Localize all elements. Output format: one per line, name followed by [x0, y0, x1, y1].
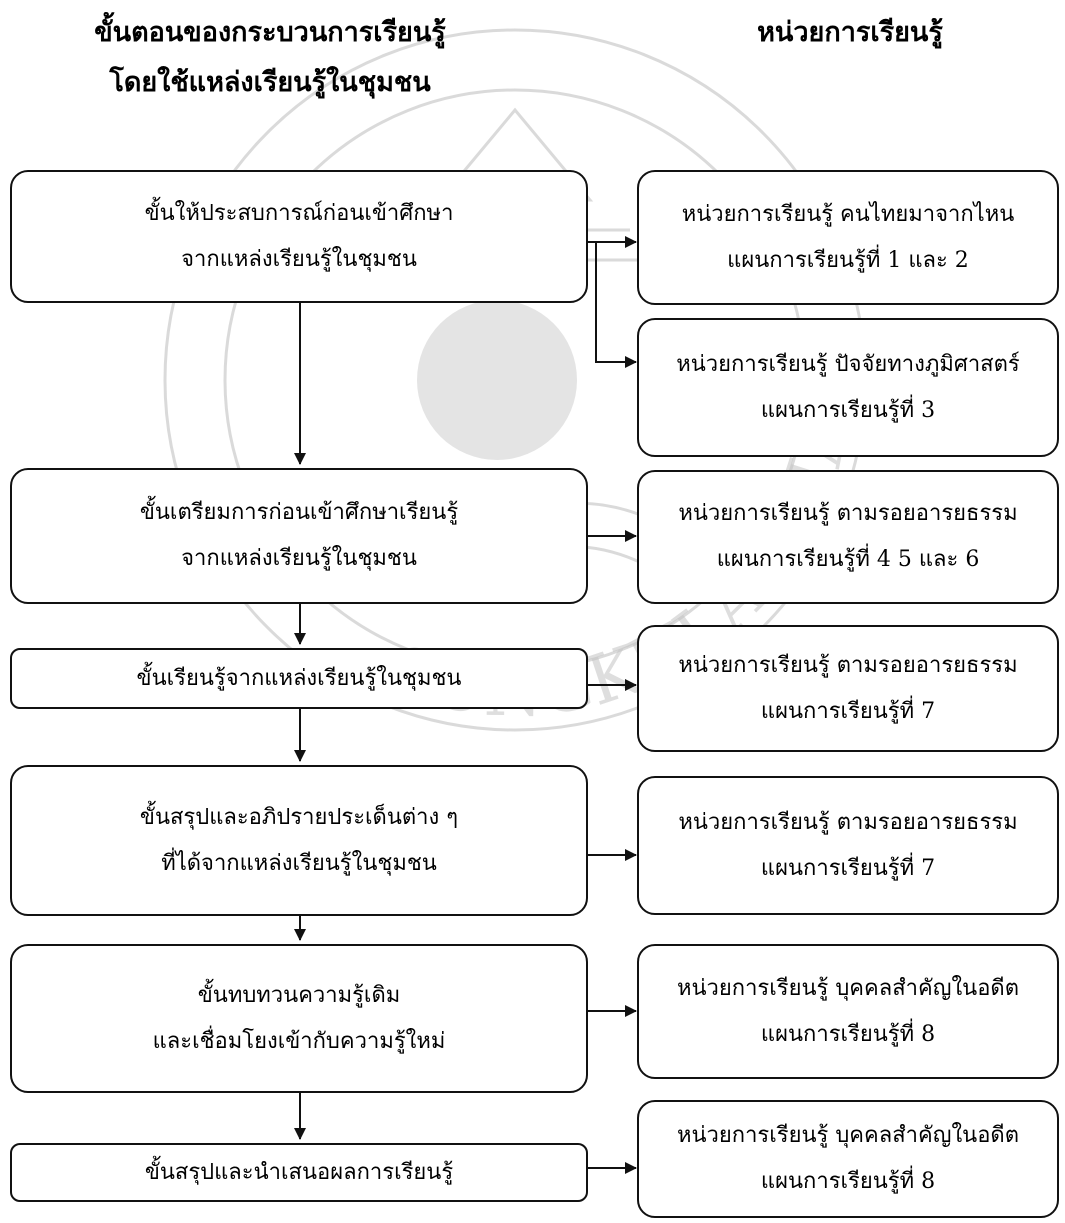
unit-box-3: หน่วยการเรียนรู้ ตามรอยอารยธรรม แผนการเร… — [637, 470, 1059, 604]
unit-4-line2: แผนการเรียนรู้ที่ 7 — [760, 698, 936, 724]
unit-5-line2: แผนการเรียนรู้ที่ 7 — [760, 855, 936, 881]
step-2-line2: จากแหล่งเรียนรู้ในชุมชน — [181, 546, 417, 571]
step-box-3: ขั้นเรียนรู้จากแหล่งเรียนรู้ในชุมชน — [10, 648, 588, 709]
unit-box-2: หน่วยการเรียนรู้ ปัจจัยทางภูมิศาสตร์ แผน… — [637, 318, 1059, 457]
unit-6-line2: แผนการเรียนรู้ที่ 8 — [760, 1021, 936, 1047]
process-heading-line2: โดยใช้แหล่งเรียนรู้ในชุมชน — [109, 67, 431, 98]
step-5-line1: ขั้นทบทวนความรู้เดิม — [197, 982, 401, 1008]
unit-3-line2: แผนการเรียนรู้ที่ 4 5 และ 6 — [716, 547, 980, 572]
step-box-4: ขั้นสรุปและอภิปรายประเด็นต่าง ๆ ที่ได้จา… — [10, 765, 588, 916]
step-box-1: ขั้นให้ประสบการณ์ก่อนเข้าศึกษา จากแหล่งเ… — [10, 170, 588, 303]
process-heading-line1: ขั้นตอนของกระบวนการเรียนรู้ — [94, 17, 446, 48]
unit-box-6: หน่วยการเรียนรู้ บุคคลสำคัญในอดีต แผนการ… — [637, 944, 1059, 1079]
step-3-line1: ขั้นเรียนรู้จากแหล่งเรียนรู้ในชุมชน — [136, 665, 462, 691]
unit-box-7: หน่วยการเรียนรู้ บุคคลสำคัญในอดีต แผนการ… — [637, 1100, 1059, 1218]
process-heading: ขั้นตอนของกระบวนการเรียนรู้ โดยใช้แหล่งเ… — [60, 8, 480, 108]
unit-1-line1: หน่วยการเรียนรู้ คนไทยมาจากไหน — [681, 201, 1015, 227]
step-box-2: ขั้นเตรียมการก่อนเข้าศึกษาเรียนรู้ จากแห… — [10, 468, 588, 604]
unit-7-line2: แผนการเรียนรู้ที่ 8 — [760, 1169, 936, 1194]
unit-2-line2: แผนการเรียนรู้ที่ 3 — [760, 397, 936, 423]
unit-6-line1: หน่วยการเรียนรู้ บุคคลสำคัญในอดีต — [676, 975, 1020, 1001]
step-4-line1: ขั้นสรุปและอภิปรายประเด็นต่าง ๆ — [139, 804, 459, 830]
unit-3-line1: หน่วยการเรียนรู้ ตามรอยอารยธรรม — [678, 501, 1018, 526]
step-box-5: ขั้นทบทวนความรู้เดิม และเชื่อมโยงเข้ากับ… — [10, 944, 588, 1093]
unit-5-line1: หน่วยการเรียนรู้ ตามรอยอารยธรรม — [678, 809, 1018, 835]
unit-4-line1: หน่วยการเรียนรู้ ตามรอยอารยธรรม — [678, 652, 1018, 678]
unit-7-line1: หน่วยการเรียนรู้ บุคคลสำคัญในอดีต — [676, 1123, 1020, 1148]
step-1-line1: ขั้นให้ประสบการณ์ก่อนเข้าศึกษา — [144, 200, 454, 226]
unit-1-line2: แผนการเรียนรู้ที่ 1 และ 2 — [727, 247, 969, 273]
unit-box-4: หน่วยการเรียนรู้ ตามรอยอารยธรรม แผนการเร… — [637, 625, 1059, 752]
step-4-line2: ที่ได้จากแหล่งเรียนรู้ในชุมชน — [161, 850, 437, 876]
unit-box-5: หน่วยการเรียนรู้ ตามรอยอารยธรรม แผนการเร… — [637, 776, 1059, 915]
units-heading: หน่วยการเรียนรู้ — [757, 17, 943, 48]
unit-box-1: หน่วยการเรียนรู้ คนไทยมาจากไหน แผนการเรี… — [637, 170, 1059, 305]
unit-2-line1: หน่วยการเรียนรู้ ปัจจัยทางภูมิศาสตร์ — [676, 351, 1020, 377]
step-box-6: ขั้นสรุปและนำเสนอผลการเรียนรู้ — [10, 1143, 588, 1202]
step-5-line2: และเชื่อมโยงเข้ากับความรู้ใหม่ — [152, 1028, 446, 1054]
step-1-line2: จากแหล่งเรียนรู้ในชุมชน — [181, 246, 417, 272]
step-6-line1: ขั้นสรุปและนำเสนอผลการเรียนรู้ — [144, 1159, 454, 1185]
step-2-line1: ขั้นเตรียมการก่อนเข้าศึกษาเรียนรู้ — [139, 500, 459, 525]
arrow-step1-unit2 — [595, 242, 637, 368]
